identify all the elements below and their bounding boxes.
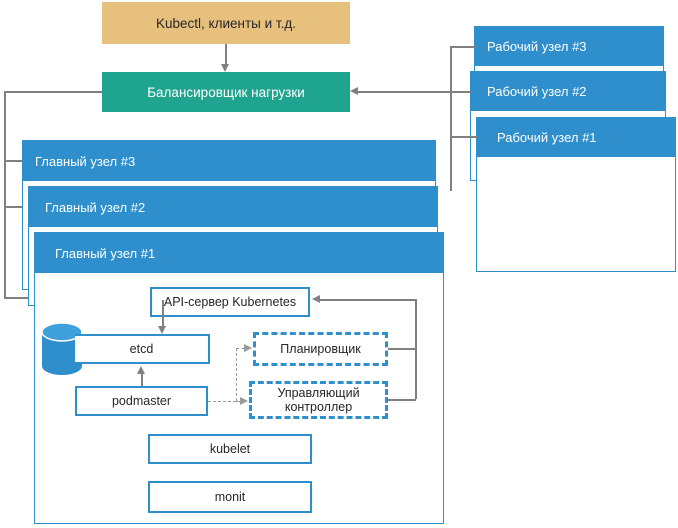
connector-controller-out <box>388 399 416 401</box>
master-node-1-panel[interactable]: Главный узел #1 <box>34 232 444 524</box>
arrowhead-dashed-to-controller <box>240 397 248 405</box>
connector-left-bus-trunk <box>4 91 6 298</box>
connector-clients-to-lb <box>225 44 227 66</box>
worker-node-1-header: Рабочий узел #1 <box>477 118 675 157</box>
monit-box[interactable]: monit <box>148 481 312 513</box>
master-node-2-header: Главный узел #2 <box>29 187 437 227</box>
arrowhead-api-to-etcd <box>157 326 166 334</box>
connector-worker2-stub <box>450 91 472 93</box>
worker-node-3-header: Рабочий узел #3 <box>475 27 663 66</box>
master-node-3-header: Главный узел #3 <box>23 141 435 181</box>
connector-workers-trunk <box>450 46 452 191</box>
connector-workers-to-lb <box>358 91 450 93</box>
load-balancer-box: Балансировщик нагрузки <box>102 72 350 112</box>
kubelet-box[interactable]: kubelet <box>148 434 312 464</box>
connector-api-to-etcd <box>162 300 164 328</box>
worker-node-2-header: Рабочий узел #2 <box>471 72 665 111</box>
arrowhead-workers-to-lb <box>350 87 358 95</box>
arrowhead-podmaster-to-etcd <box>136 366 145 374</box>
arrowhead-clients-to-lb <box>220 64 229 72</box>
database-cylinder-icon <box>40 322 84 376</box>
worker-node-1-panel[interactable]: Рабочий узел #1 <box>476 117 676 272</box>
controller-manager-box[interactable]: Управляющий контроллер <box>249 381 388 419</box>
connector-right-return-trunk <box>415 299 417 399</box>
connector-worker3-stub <box>450 46 476 48</box>
connector-dashed-to-scheduler <box>236 348 245 349</box>
connector-dashed-to-controller <box>236 401 241 402</box>
master-node-1-header: Главный узел #1 <box>35 233 443 273</box>
connector-dashed-trunk <box>236 348 237 401</box>
connector-lb-to-left-bus <box>4 91 102 93</box>
connector-scheduler-out <box>388 348 416 350</box>
api-server-box[interactable]: API-сервер Kubernetes <box>150 287 310 317</box>
connector-podmaster-to-etcd <box>141 372 143 386</box>
podmaster-box[interactable]: podmaster <box>75 386 208 416</box>
clients-box: Kubectl, клиенты и т.д. <box>102 2 350 44</box>
scheduler-box[interactable]: Планировщик <box>253 332 388 366</box>
connector-return-to-api-server <box>320 299 416 301</box>
arrowhead-dashed-to-scheduler <box>244 344 252 352</box>
arrowhead-return-to-api-server <box>312 295 320 303</box>
connector-worker1-stub <box>450 136 478 138</box>
etcd-box[interactable]: etcd <box>75 334 210 364</box>
connector-podmaster-dashed-out <box>208 401 236 402</box>
